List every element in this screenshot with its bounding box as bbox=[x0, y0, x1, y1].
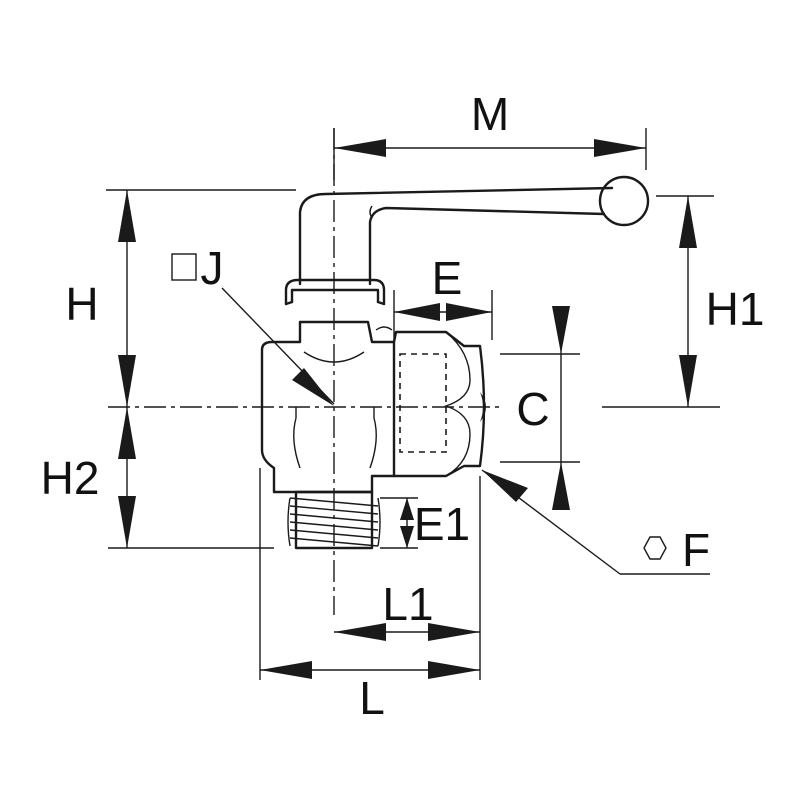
label-L1: L1 bbox=[382, 578, 433, 630]
leader-J bbox=[221, 287, 335, 406]
dimension-H2 bbox=[108, 407, 274, 549]
label-E1: E1 bbox=[414, 498, 470, 550]
handle-lever bbox=[298, 175, 650, 286]
square-icon bbox=[171, 253, 197, 281]
label-H1: H1 bbox=[706, 283, 765, 335]
label-F: F bbox=[682, 524, 710, 576]
label-M: M bbox=[471, 88, 509, 140]
label-C: C bbox=[516, 383, 549, 435]
thread-connection bbox=[287, 490, 381, 550]
label-H: H bbox=[65, 278, 98, 330]
label-H2: H2 bbox=[41, 452, 100, 504]
label-L: L bbox=[359, 672, 385, 724]
leader-F bbox=[481, 469, 710, 575]
dimension-M bbox=[333, 128, 647, 180]
hexagon-icon bbox=[643, 536, 667, 560]
dimension-C bbox=[500, 306, 580, 510]
dimension-H bbox=[106, 189, 296, 407]
dimension-L1 bbox=[334, 476, 481, 680]
hex-nut bbox=[392, 330, 486, 478]
dimension-E bbox=[393, 290, 493, 340]
dimension-H1 bbox=[602, 195, 720, 408]
dimension-L bbox=[259, 468, 480, 680]
label-J: J bbox=[201, 242, 224, 294]
dimension-E1 bbox=[380, 497, 418, 549]
stem-cap bbox=[284, 278, 386, 306]
label-E: E bbox=[432, 252, 463, 304]
